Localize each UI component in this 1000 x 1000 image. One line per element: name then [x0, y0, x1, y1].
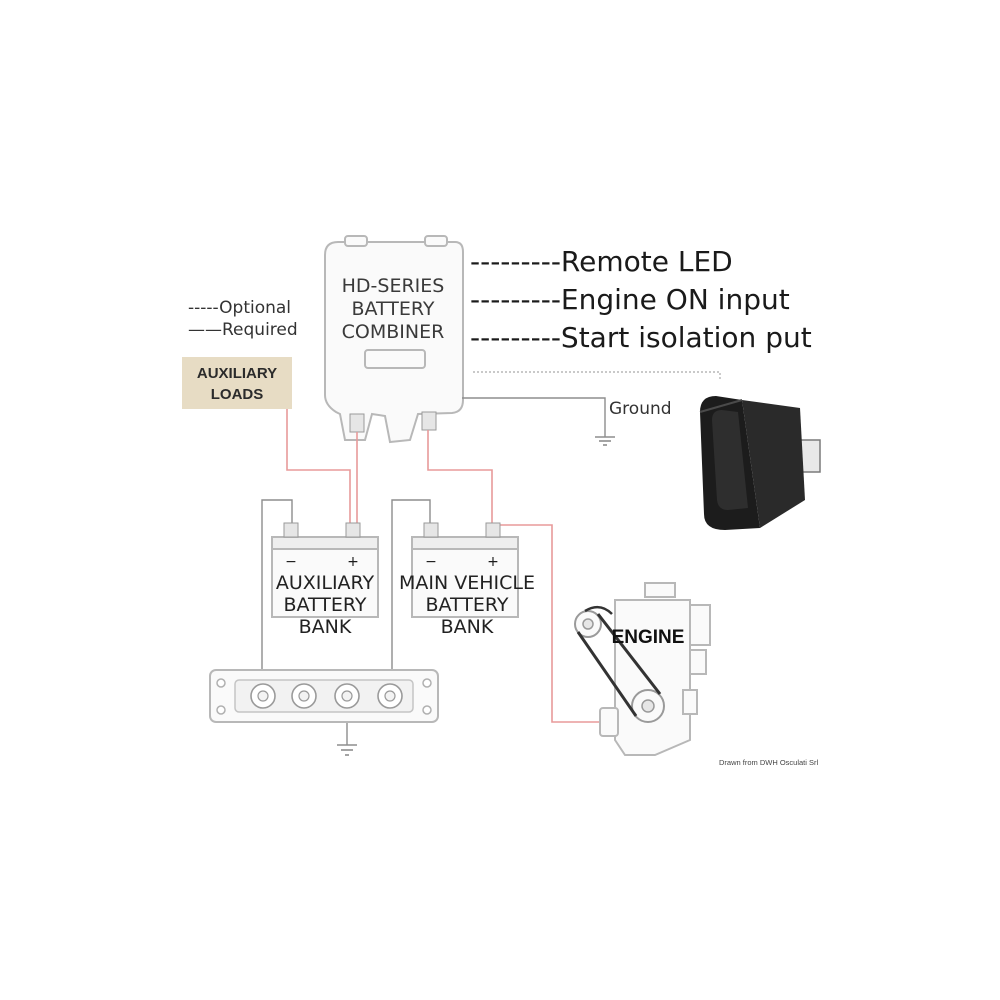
legend-required: ——Required: [188, 320, 298, 340]
auxiliary-loads-box: [182, 357, 292, 409]
wire-main-positive-engine: [500, 524, 612, 723]
aux-battery-minus: −: [285, 554, 297, 570]
wire-combiner-main-positive: [427, 430, 493, 525]
credit-label: Drawn from DWH Osculati Srl: [719, 758, 819, 767]
bus-bar-stud: [291, 683, 317, 709]
wire-combiner-ground: [462, 397, 606, 437]
combiner-mount-tab: [344, 235, 368, 247]
main-battery-plus: +: [487, 554, 499, 570]
legend: -----Optional ——Required: [188, 298, 298, 340]
battery-terminal-positive: [345, 522, 361, 538]
battery-icon: [411, 536, 519, 618]
auxiliary-loads-line2: LOADS: [211, 386, 264, 403]
auxiliary-loads-tag: AUXILIARY LOADS: [182, 357, 292, 409]
optional-wiring: [473, 371, 721, 380]
main-battery-minus: −: [425, 554, 437, 570]
wire-aux-negative: [261, 499, 293, 690]
battery-terminal-negative: [283, 522, 299, 538]
bus-bar-stud: [250, 683, 276, 709]
battery-icon: [271, 536, 379, 618]
legend-optional: -----Optional: [188, 298, 291, 318]
remote-led-label: ---------Remote LED: [470, 245, 733, 278]
combiner-mount-tab: [424, 235, 448, 247]
wire-aux-loads: [286, 409, 351, 525]
aux-battery-plus: +: [347, 554, 359, 570]
battery-lid: [411, 536, 519, 550]
combiner-terminal-aux: [349, 413, 365, 433]
combiner-terminal-main: [421, 411, 437, 431]
battery-lid: [271, 536, 379, 550]
combiner-name-line1: HD-SERIES: [342, 275, 445, 297]
rocker-switch-icon: [699, 396, 821, 530]
start-isolation-label: ---------Start isolation put: [470, 321, 812, 354]
battery-terminal-positive: [485, 522, 501, 538]
aux-battery-line2: BATTERY: [283, 594, 366, 616]
combiner-name-line3: COMBINER: [342, 321, 445, 343]
main-battery: − + MAIN VEHICLE BATTERY BANK: [399, 522, 535, 638]
bus-bar-stud: [334, 683, 360, 709]
ground-symbol-icon: [595, 436, 615, 446]
aux-battery-line3: BANK: [299, 616, 352, 638]
combiner-name-line2: BATTERY: [351, 298, 434, 320]
aux-battery: − + AUXILIARY BATTERY BANK: [271, 522, 379, 638]
combiner-led-window: [364, 349, 426, 369]
main-battery-line2: BATTERY: [425, 594, 508, 616]
main-battery-line1: MAIN VEHICLE: [399, 572, 535, 594]
bus-bar-stud: [377, 683, 403, 709]
bus-bar-icon: [209, 669, 439, 723]
auxiliary-loads-line1: AUXILIARY: [197, 365, 277, 382]
ground-label: Ground: [609, 399, 672, 419]
aux-battery-line1: AUXILIARY: [276, 572, 375, 594]
wire-main-negative: [391, 499, 431, 690]
combiner-unit: HD-SERIES BATTERY COMBINER: [324, 235, 464, 444]
ground-symbol-icon: [337, 744, 357, 756]
engine-icon: [574, 582, 711, 756]
battery-terminal-negative: [423, 522, 439, 538]
function-labels: ---------Remote LED ---------Engine ON i…: [470, 245, 812, 354]
main-battery-line3: BANK: [441, 616, 494, 638]
engine-label: ENGINE: [612, 627, 685, 648]
engine-on-input-label: ---------Engine ON input: [470, 283, 790, 316]
